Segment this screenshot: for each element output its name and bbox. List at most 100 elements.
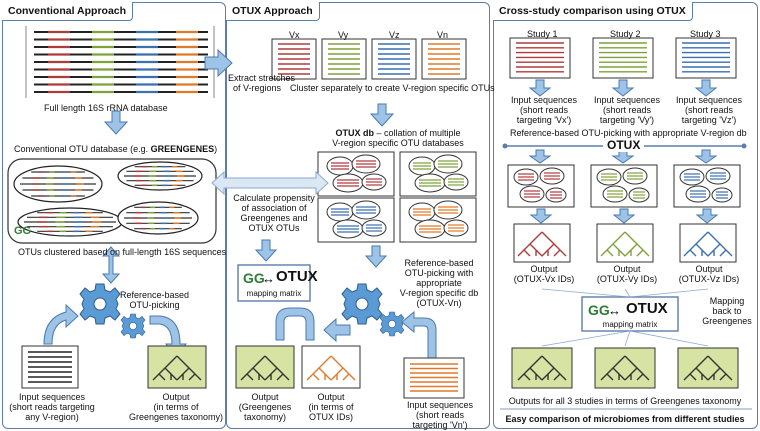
- input-vn-line: targeting 'Vn'): [412, 420, 468, 430]
- propensity-line: of association of: [241, 203, 307, 213]
- study-2-input: Input sequences (short reads targeting '…: [588, 95, 666, 125]
- ref-vn-line: Reference-based: [404, 258, 474, 268]
- connector-line: [541, 288, 631, 298]
- out-vz-label: Output (OTUX-Vz IDs): [670, 264, 748, 284]
- study-3-label: Study 3: [690, 29, 721, 39]
- out-gg-line: (Greengenes: [238, 402, 292, 412]
- ref-vn-line: V-region specific db: [399, 288, 479, 298]
- propensity-line: Greengenes and: [240, 213, 308, 223]
- gear-icon: [341, 283, 383, 325]
- input-line: targeting 'Vx'): [516, 115, 572, 125]
- double-arrow-icon: [101, 246, 121, 284]
- output-tree-box: [596, 223, 654, 263]
- clustered-label: OTUs clustered based on full-length 16S …: [18, 247, 227, 257]
- gear-icon: [79, 283, 121, 325]
- otux-db-bold: OTUX db: [335, 128, 374, 138]
- out-gg-line: taxonomy): [243, 412, 287, 422]
- out-otux-line: (in terms of: [308, 402, 354, 412]
- down-arrow-icon: [695, 208, 719, 224]
- input-vn-line: (short reads: [415, 410, 465, 420]
- input-vn-label: Input sequences (short reads targeting '…: [398, 400, 482, 430]
- cross-mapping-otux-word: OTUX: [626, 300, 668, 317]
- ref-vn-line: OTU-picking with: [404, 268, 474, 278]
- connector-line: [624, 288, 631, 298]
- out-otux-line: OTUX IDs): [309, 412, 353, 422]
- conv-db-label: Conventional OTU database (e.g. GREENGEN…: [14, 144, 217, 154]
- ref-picking-line: OTU-picking: [129, 300, 180, 310]
- full-length-db-label: Full length 16S rRNA database: [44, 103, 168, 113]
- otux-title: OTUX Approach: [226, 2, 320, 21]
- output-tree-box: [147, 345, 207, 389]
- greengenes-logo-icon: GG: [588, 302, 610, 318]
- down-arrow-icon: [528, 79, 552, 97]
- input-line: any V-region): [25, 412, 79, 422]
- out-otux-label: Output (in terms of OTUX IDs): [296, 392, 366, 422]
- down-arrow-icon: [369, 103, 395, 127]
- ref-picking-label: Reference-based OTU-picking: [120, 290, 189, 310]
- gg-corner-logo: GG: [14, 225, 32, 237]
- ref-line-label: Reference-based OTU-picking with appropr…: [510, 128, 747, 138]
- out-gg-line: Output: [251, 392, 279, 402]
- down-arrow-icon: [694, 149, 718, 164]
- study-1-label: Study 1: [527, 29, 558, 39]
- output-tree-box: [594, 347, 656, 389]
- study-1-input: Input sequences (short reads targeting '…: [505, 95, 583, 125]
- conv-input-label: Input sequences (short reads targeting a…: [6, 392, 98, 422]
- propensity-label: Calculate propensity of association of G…: [232, 193, 316, 233]
- otux-db-title: OTUX db – collation of multiple V-region…: [318, 128, 478, 148]
- vz-header: Vz: [389, 30, 400, 40]
- down-arrow-icon: [254, 239, 278, 262]
- extract-line: Extract stretches: [228, 73, 296, 83]
- study-2-label: Study 2: [610, 29, 641, 39]
- output-line: Output: [613, 264, 641, 274]
- down-arrow-icon: [694, 79, 718, 97]
- vn-header: Vn: [437, 30, 449, 40]
- input-line: Input sequences: [675, 95, 743, 105]
- gear-icon: [120, 313, 146, 339]
- bidirectional-arrow-icon: ↔: [262, 271, 275, 286]
- input-line: Input sequences: [18, 392, 86, 402]
- connector-line: [629, 288, 709, 298]
- input-line: (short reads: [519, 105, 569, 115]
- output-line: (OTUX-Vz IDs): [678, 274, 740, 284]
- input-line: Input sequences: [593, 95, 661, 105]
- mapping-matrix-box: [237, 264, 311, 302]
- input-line: (short reads targeting: [9, 402, 95, 412]
- vy-header: Vy: [338, 30, 349, 40]
- output-line: (OTUX-Vx IDs): [513, 274, 575, 284]
- conventional-title: Conventional Approach: [2, 2, 134, 21]
- vx-header: Vx: [289, 30, 300, 40]
- down-arrow-icon: [364, 245, 388, 268]
- output-line: Output: [695, 264, 723, 274]
- down-arrow-icon: [529, 208, 553, 224]
- mapping-otux-word: OTUX: [276, 268, 318, 285]
- input-vn-line: Input sequences: [406, 400, 474, 410]
- down-arrow-icon: [612, 208, 636, 224]
- otux-db-line2: V-region specific OTU databases: [332, 138, 464, 148]
- mapping-sub: mapping matrix: [246, 289, 302, 298]
- output-tree-box: [511, 347, 573, 389]
- right-arrow-icon: [204, 48, 233, 78]
- extract-line: of V-regions: [232, 83, 282, 93]
- ref-vn-line: appropriate: [416, 278, 462, 288]
- propensity-line: OTUX OTUs: [248, 223, 300, 233]
- mapping-back-line: Greengenes: [702, 316, 752, 326]
- output-tree-box: [679, 223, 737, 263]
- otux-bar-label: OTUX: [603, 139, 645, 152]
- bidirectional-arrow-icon: ↔: [608, 303, 621, 318]
- output-line: (OTUX-Vy IDs): [596, 274, 658, 284]
- output-line: (in terms of: [153, 402, 199, 412]
- outputs-all-label: Outputs for all 3 studies in terms of Gr…: [508, 396, 742, 406]
- output-tree-box: [235, 345, 295, 389]
- full-length-db-sequences: [25, 26, 215, 98]
- extract-label: Extract stretches of V-regions: [228, 73, 296, 93]
- output-tree-box: [301, 345, 361, 389]
- conv-db-text: Conventional OTU database (e.g.: [14, 144, 151, 154]
- left-arrow-icon: [323, 317, 351, 343]
- gear-icon: [379, 311, 405, 337]
- output-tree-box: [513, 223, 571, 263]
- input-line: targeting 'Vy'): [599, 115, 655, 125]
- down-arrow-icon: [103, 110, 129, 135]
- ref-vn-line: (OTUX-Vn): [416, 298, 462, 308]
